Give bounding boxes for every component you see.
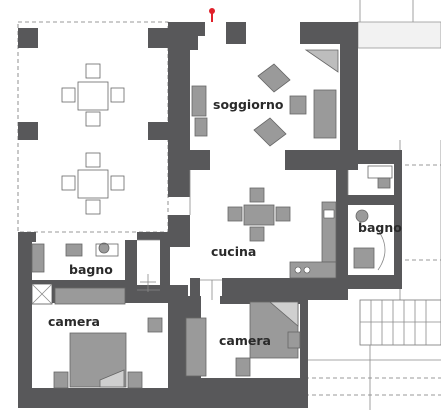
room-labels: soggiorno cucina bagno bagno camera came… xyxy=(48,97,402,348)
walls xyxy=(18,22,402,408)
terrace-table-set-2 xyxy=(61,152,125,215)
stairs xyxy=(359,299,441,346)
terrace-table-set-1 xyxy=(61,63,125,127)
room-label-bagno-left: bagno xyxy=(69,262,113,277)
room-label-bagno-small: bagno xyxy=(358,220,402,235)
bagno-left-furniture xyxy=(31,242,119,305)
camera-left-furniture xyxy=(53,287,163,389)
terrace-area xyxy=(17,21,169,233)
room-label-cucina: cucina xyxy=(211,244,256,259)
exterior-right xyxy=(305,0,441,410)
doors xyxy=(137,170,349,300)
bagno-small-furniture xyxy=(353,165,393,271)
camera-center-furniture xyxy=(185,301,301,377)
cucina-furniture xyxy=(227,187,337,279)
room-label-camera-left: camera xyxy=(48,314,100,329)
entrance-marker-icon xyxy=(209,8,215,22)
room-label-camera-center: camera xyxy=(219,333,271,348)
soggiorno-furniture xyxy=(191,49,339,147)
room-label-soggiorno: soggiorno xyxy=(213,97,284,112)
